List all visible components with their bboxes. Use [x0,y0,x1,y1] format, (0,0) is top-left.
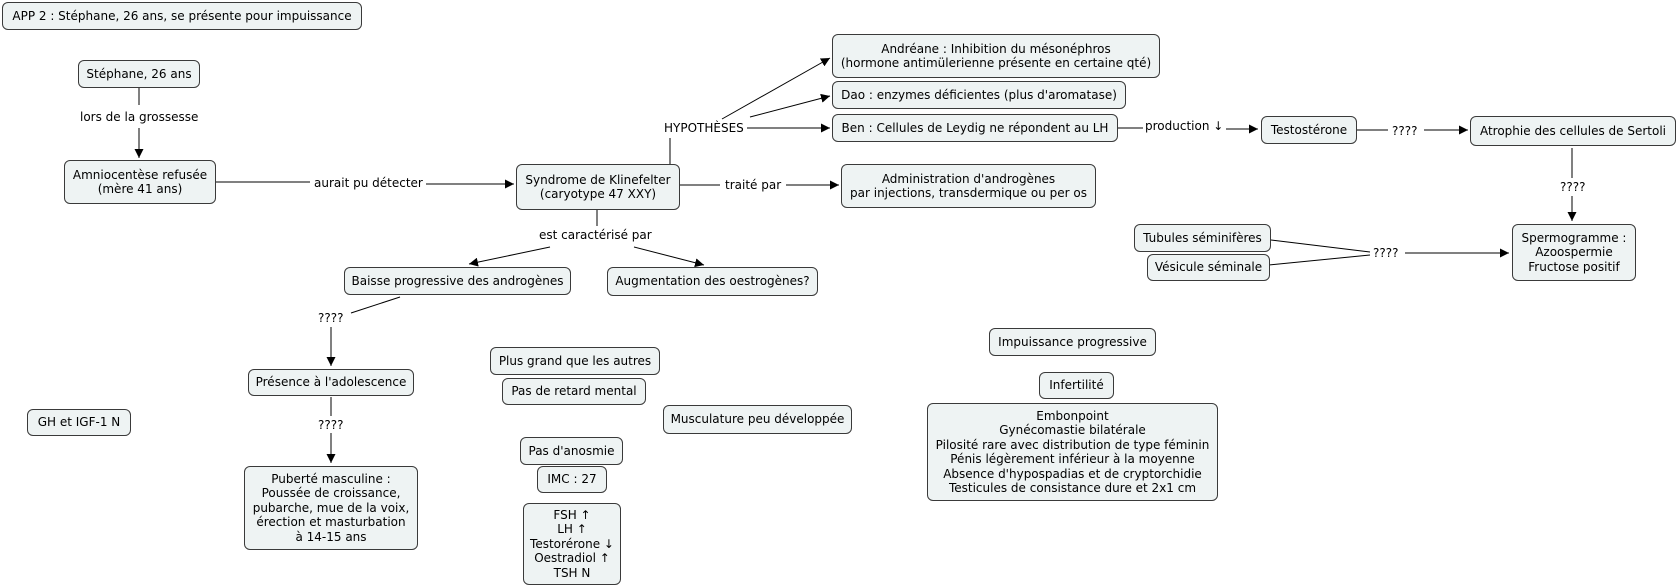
node-baisse-text: Baisse progressive des androgènes [351,273,564,288]
node-impuissance[interactable]: Impuissance progressive [989,328,1156,356]
node-embonpoint[interactable]: Embonpoint Gynécomastie bilatérale Pilos… [927,403,1218,501]
label-q-presence: ???? [316,418,346,432]
node-hormones-line3: Testorérone ↓ [530,536,614,551]
node-stephane[interactable]: Stéphane, 26 ans [78,60,200,88]
link-car-baisse [468,246,551,267]
node-embonpoint-line2: Gynécomastie bilatérale [999,423,1146,437]
node-grand-text: Plus grand que les autres [498,353,652,368]
node-ben[interactable]: Ben : Cellules de Leydig ne répondent au… [832,114,1118,142]
node-dao-text: Dao : enzymes déficientes (plus d'aromat… [841,87,1117,102]
node-dao[interactable]: Dao : enzymes déficientes (plus d'aromat… [832,81,1126,109]
node-puberte-line4: érection et masturbation [256,515,406,530]
node-hormones-line4: Oestradiol ↑ [534,551,610,566]
node-embonpoint-line6: Testicules de consistance dure et 2x1 cm [948,481,1197,495]
node-hormones-line5: TSH N [553,565,591,580]
node-andreane[interactable]: Andréane : Inhibition du mésonéphros (ho… [832,34,1160,78]
node-baisse[interactable]: Baisse progressive des androgènes [344,267,571,295]
node-atrophie-text: Atrophie des cellules de Sertoli [1479,123,1667,138]
link-vesicule-q [1268,254,1371,266]
node-imc-text: IMC : 27 [547,472,597,487]
node-infertilite[interactable]: Infertilité [1039,372,1114,399]
node-vesicule-text: Vésicule séminale [1154,260,1263,275]
label-production: production ↓ [1143,119,1226,133]
node-hormones[interactable]: FSH ↑ LH ↑ Testorérone ↓ Oestradiol ↑ TS… [523,503,621,585]
node-retard[interactable]: Pas de retard mental [502,378,646,405]
node-gh-text: GH et IGF-1 N [37,415,121,430]
node-tubules[interactable]: Tubules séminifères [1134,224,1271,252]
node-administration[interactable]: Administration d'androgènes par injectio… [841,164,1096,208]
node-puberte-line2: Poussée de croissance, [261,486,401,501]
node-stephane-text: Stéphane, 26 ans [86,66,192,81]
node-embonpoint-line3: Pilosité rare avec distribution de type … [935,437,1210,452]
node-klinefelter-line1: Syndrome de Klinefelter [525,172,671,187]
node-administration-line1: Administration d'androgènes [881,171,1056,186]
node-embonpoint-line1: Embonpoint [1036,408,1109,423]
node-vesicule[interactable]: Vésicule séminale [1147,254,1270,281]
node-amniocentese-line2: (mère 41 ans) [97,182,183,196]
node-retard-text: Pas de retard mental [511,384,637,399]
label-q-baisse: ???? [316,311,346,325]
node-puberte[interactable]: Puberté masculine : Poussée de croissanc… [244,466,418,550]
node-infertilite-text: Infertilité [1049,378,1104,393]
node-hormones-line1: FSH ↑ [553,507,591,522]
node-hormones-line2: LH ↑ [557,522,587,537]
node-spermogramme-line2: Azoospermie [1535,245,1613,260]
node-ben-text: Ben : Cellules de Leydig ne répondent au… [841,120,1109,135]
label-traite: traité par [723,178,784,192]
label-q-atrophie: ???? [1558,180,1588,194]
node-impuissance-text: Impuissance progressive [998,334,1147,349]
node-grand[interactable]: Plus grand que les autres [490,347,660,375]
node-atrophie[interactable]: Atrophie des cellules de Sertoli [1470,116,1676,146]
node-testosterone-text: Testostérone [1270,122,1348,137]
link-baisse-q [350,296,401,314]
link-car-augmentation [633,246,705,268]
label-caracterise: est caractérisé par [537,228,654,242]
node-testosterone[interactable]: Testostérone [1261,116,1357,144]
label-detecter: aurait pu détecter [312,176,425,190]
node-presence-text: Présence à l'adolescence [255,375,407,390]
node-presence[interactable]: Présence à l'adolescence [248,369,414,396]
node-amniocentese-line1: Amniocentèse refusée [72,167,208,182]
link-tubules-q [1270,239,1371,253]
node-embonpoint-line5: Absence d'hypospadias et de cryptorchidi… [943,466,1202,481]
node-anosmie-text: Pas d'anosmie [528,443,615,458]
node-andreane-line2: (hormone antimülerienne présente en cert… [840,56,1152,70]
node-augmentation[interactable]: Augmentation des oestrogènes? [607,267,818,296]
node-spermogramme-line3: Fructose positif [1528,259,1620,274]
node-embonpoint-line4: Pénis légèrement inférieur à la moyenne [950,452,1195,466]
node-amniocentese[interactable]: Amniocentèse refusée (mère 41 ans) [64,160,216,204]
node-musculature[interactable]: Musculature peu développée [663,405,852,434]
node-spermogramme-line1: Spermogramme : [1521,230,1627,245]
node-tubules-text: Tubules séminifères [1143,230,1262,245]
node-andreane-line1: Andréane : Inhibition du mésonéphros [881,41,1111,56]
label-q-tubules: ???? [1371,246,1401,260]
node-gh[interactable]: GH et IGF-1 N [27,409,131,436]
map-title-text: APP 2 : Stéphane, 26 ans, se présente po… [12,8,352,23]
node-administration-line2: par injections, transdermique ou per os [850,186,1087,200]
label-grossesse: lors de la grossesse [78,110,201,124]
node-augmentation-text: Augmentation des oestrogènes? [615,274,810,289]
node-puberte-line1: Puberté masculine : [271,471,391,486]
node-puberte-line5: à 14-15 ans [295,529,367,544]
node-imc[interactable]: IMC : 27 [537,466,607,493]
node-klinefelter[interactable]: Syndrome de Klinefelter (caryotype 47 XX… [516,164,680,210]
node-musculature-text: Musculature peu développée [670,412,845,427]
node-puberte-line3: pubarche, mue de la voix, [252,500,410,515]
label-hypotheses: HYPOTHÈSES [662,121,746,135]
node-spermogramme[interactable]: Spermogramme : Azoospermie Fructose posi… [1512,224,1636,281]
link-hyp-dao [749,93,831,118]
node-anosmie[interactable]: Pas d'anosmie [520,437,623,465]
link-hyp-andreane [721,57,831,120]
node-klinefelter-line2: (caryotype 47 XXY) [539,187,657,201]
label-q-testosterone: ???? [1390,124,1420,138]
map-title: APP 2 : Stéphane, 26 ans, se présente po… [2,2,362,30]
